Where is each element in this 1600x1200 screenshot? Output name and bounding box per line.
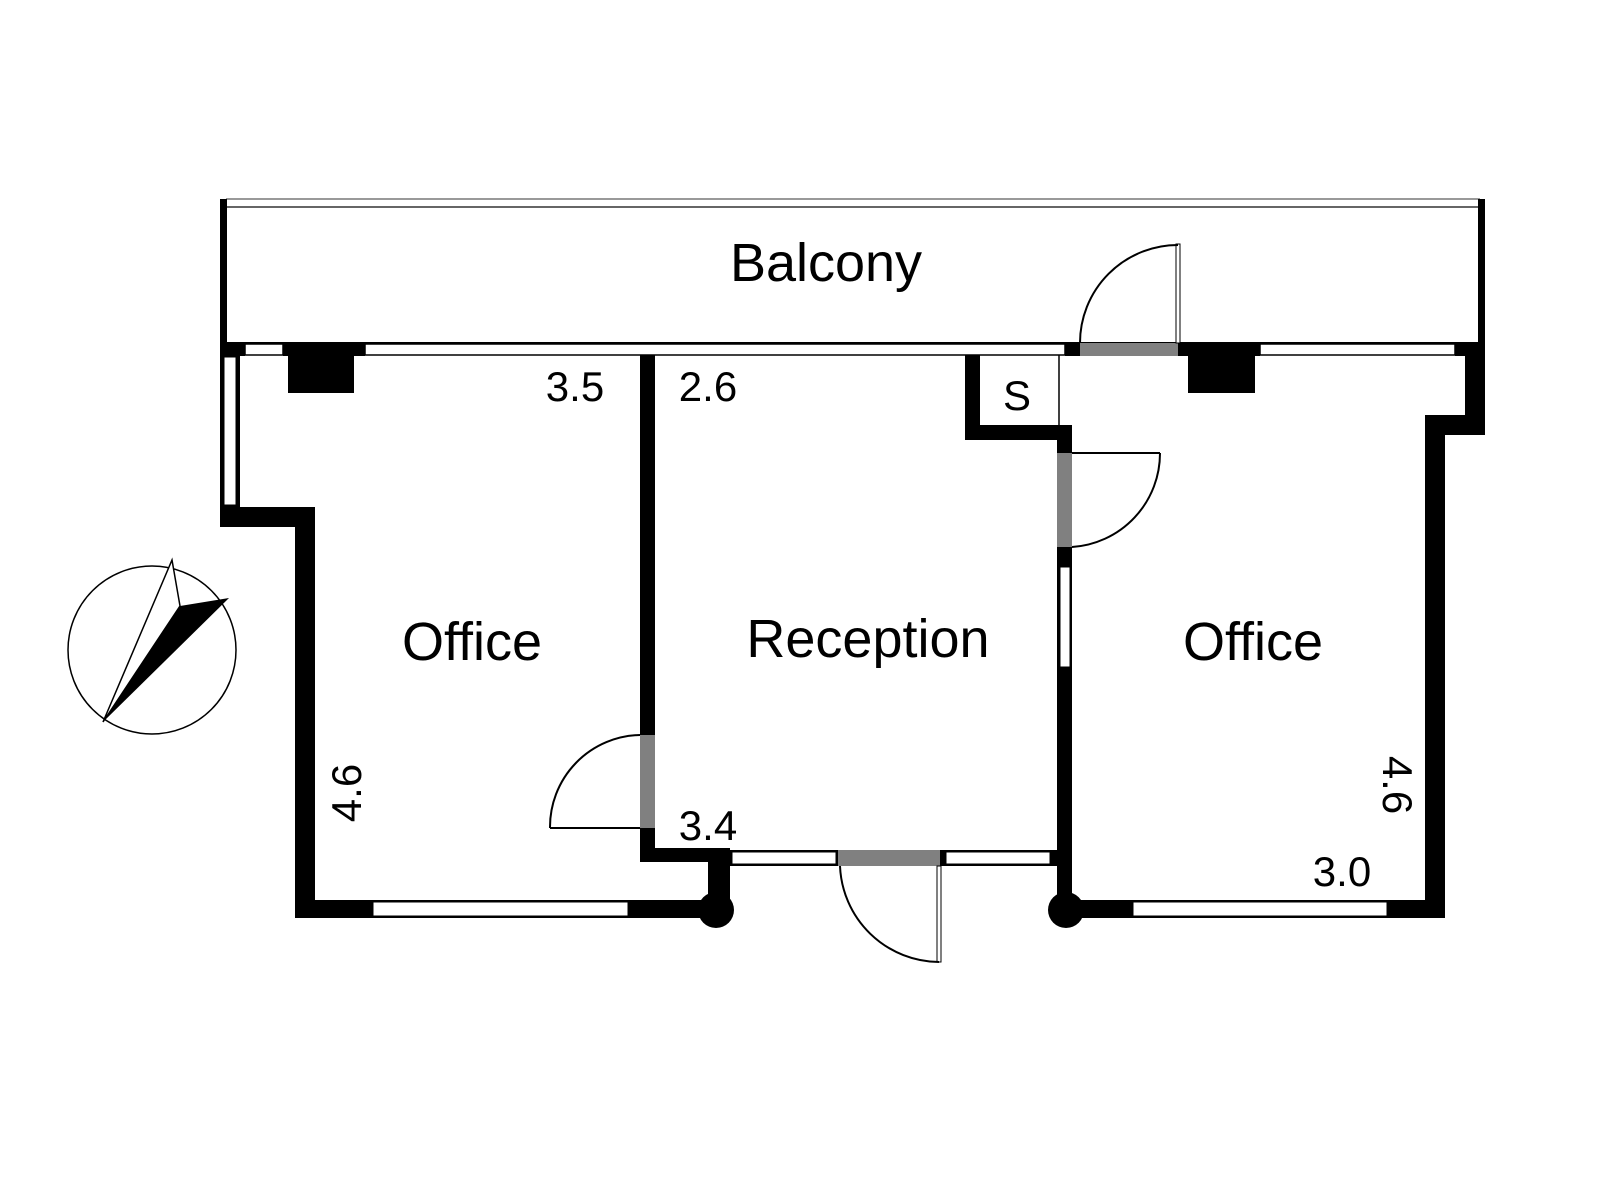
dim-reception-depth: 3.4: [679, 802, 737, 849]
room-label-balcony: Balcony: [730, 233, 922, 293]
dim-office-left-depth: 4.6: [323, 764, 370, 822]
window: [372, 901, 629, 917]
balcony-outline: [220, 198, 1485, 355]
window: [244, 343, 284, 356]
column: [698, 892, 734, 928]
room-label-office-left: Office: [402, 612, 542, 672]
window: [945, 851, 1051, 865]
door-swings: [548, 243, 1181, 963]
window: [364, 343, 1066, 356]
balcony-door-opening: [1080, 343, 1178, 356]
room-label-reception: Reception: [746, 609, 989, 669]
entrance-door-swing: [839, 865, 942, 963]
window: [1059, 566, 1071, 668]
office-door-opening: [1057, 453, 1072, 547]
dim-reception-width: 2.6: [679, 363, 737, 410]
entrance-door-opening: [838, 850, 940, 866]
room-label-storage: S: [1003, 372, 1031, 419]
window: [1132, 901, 1388, 917]
pillar: [288, 343, 354, 393]
left-office-walls: [220, 343, 734, 928]
dim-office-right-width: 3.0: [1313, 848, 1371, 895]
room-label-office-right: Office: [1183, 612, 1323, 672]
office-door-opening: [640, 735, 655, 828]
dim-office-left-width: 3.5: [546, 363, 604, 410]
right-office-walls: [1066, 343, 1485, 918]
dim-office-right-depth: 4.6: [1374, 756, 1421, 814]
right-office-door-swing: [1071, 452, 1162, 548]
balcony-door-swing: [1079, 243, 1181, 344]
window: [731, 851, 837, 865]
window: [1259, 343, 1456, 356]
window: [223, 356, 237, 506]
north-arrow-icon: [67, 557, 237, 735]
pillar: [1188, 343, 1255, 393]
reception-walls: [730, 355, 1084, 928]
top-wall: [220, 343, 1485, 393]
left-office-door-swing: [548, 734, 641, 829]
